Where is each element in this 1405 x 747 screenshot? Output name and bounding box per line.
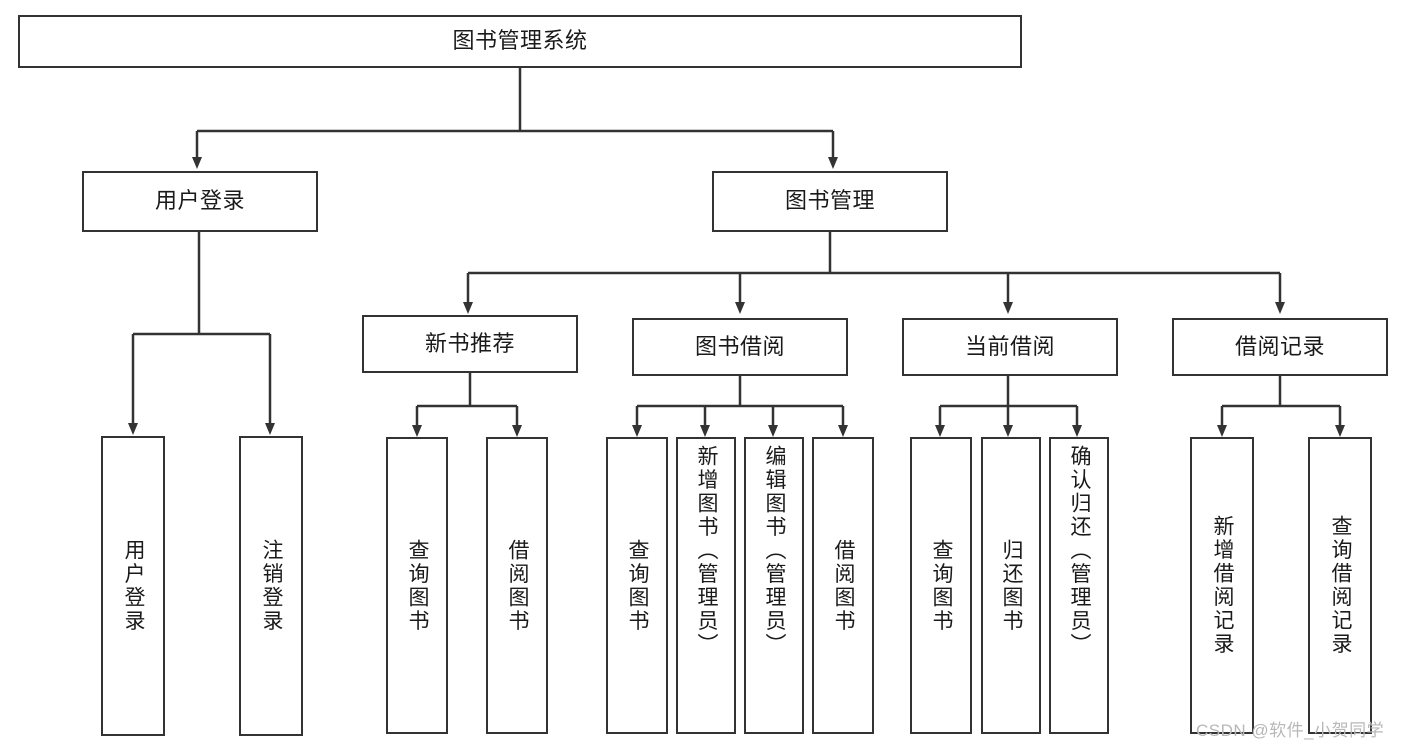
leaf-label-user-login-login: 用户登录 — [122, 539, 146, 633]
node-book-management[interactable]: 图书管理 — [712, 171, 948, 232]
leaf-borrow-query-book[interactable]: 查询图书 — [606, 437, 668, 734]
leaf-user-login-login[interactable]: 用户登录 — [101, 436, 165, 736]
node-book-borrow[interactable]: 图书借阅 — [632, 318, 848, 376]
leaf-user-login-logout[interactable]: 注销登录 — [239, 436, 303, 736]
node-current-borrow[interactable]: 当前借阅 — [902, 318, 1118, 376]
csdn-watermark: CSDN @软件_小贺同学 — [1196, 721, 1385, 740]
node-borrow-records[interactable]: 借阅记录 — [1172, 318, 1388, 376]
leaf-label-recommend-borrow-book: 借阅图书 — [506, 538, 530, 633]
leaf-label-recommend-query-book: 查询图书 — [406, 538, 430, 633]
leaf-current-return-book[interactable]: 归还图书 — [981, 437, 1041, 734]
leaf-label-current-query-book: 查询图书 — [930, 538, 954, 633]
node-label-book-borrow: 图书借阅 — [694, 333, 785, 359]
leaf-label-borrow-edit-book-admin: 编辑图书（管理员） — [763, 445, 787, 657]
leaf-borrow-edit-book-admin[interactable]: 编辑图书（管理员） — [744, 437, 804, 734]
node-label-borrow-records: 借阅记录 — [1234, 333, 1325, 359]
leaf-recommend-query-book[interactable]: 查询图书 — [386, 437, 448, 734]
leaf-label-user-login-logout: 注销登录 — [260, 539, 284, 633]
leaf-records-add-record[interactable]: 新增借阅记录 — [1190, 437, 1254, 734]
leaf-label-borrow-add-book-admin: 新增图书（管理员） — [695, 445, 719, 657]
leaf-current-confirm-return-admin[interactable]: 确认归还（管理员） — [1049, 437, 1109, 734]
node-label-root: 图书管理系统 — [452, 28, 588, 54]
node-label-user-login: 用户登录 — [154, 188, 245, 214]
leaf-label-records-query-record: 查询借阅记录 — [1329, 515, 1353, 656]
leaf-borrow-add-book-admin[interactable]: 新增图书（管理员） — [676, 437, 736, 734]
leaf-recommend-borrow-book[interactable]: 借阅图书 — [486, 437, 548, 734]
node-label-current-borrow: 当前借阅 — [964, 333, 1055, 359]
leaf-current-query-book[interactable]: 查询图书 — [910, 437, 972, 734]
leaf-borrow-borrow-book[interactable]: 借阅图书 — [812, 437, 874, 734]
leaf-label-borrow-borrow-book: 借阅图书 — [832, 538, 856, 633]
leaf-label-current-confirm-return-admin: 确认归还（管理员） — [1068, 445, 1092, 657]
leaf-label-current-return-book: 归还图书 — [1000, 538, 1024, 633]
leaf-records-query-record[interactable]: 查询借阅记录 — [1308, 437, 1372, 734]
node-root-system[interactable]: 图书管理系统 — [18, 15, 1022, 68]
leaf-label-records-add-record: 新增借阅记录 — [1211, 515, 1235, 656]
node-user-login[interactable]: 用户登录 — [82, 171, 318, 232]
leaf-label-borrow-query-book: 查询图书 — [626, 538, 650, 633]
node-new-book-recommend[interactable]: 新书推荐 — [362, 315, 578, 373]
node-label-new-book-recommend: 新书推荐 — [424, 330, 515, 356]
node-label-book-management: 图书管理 — [784, 188, 875, 214]
